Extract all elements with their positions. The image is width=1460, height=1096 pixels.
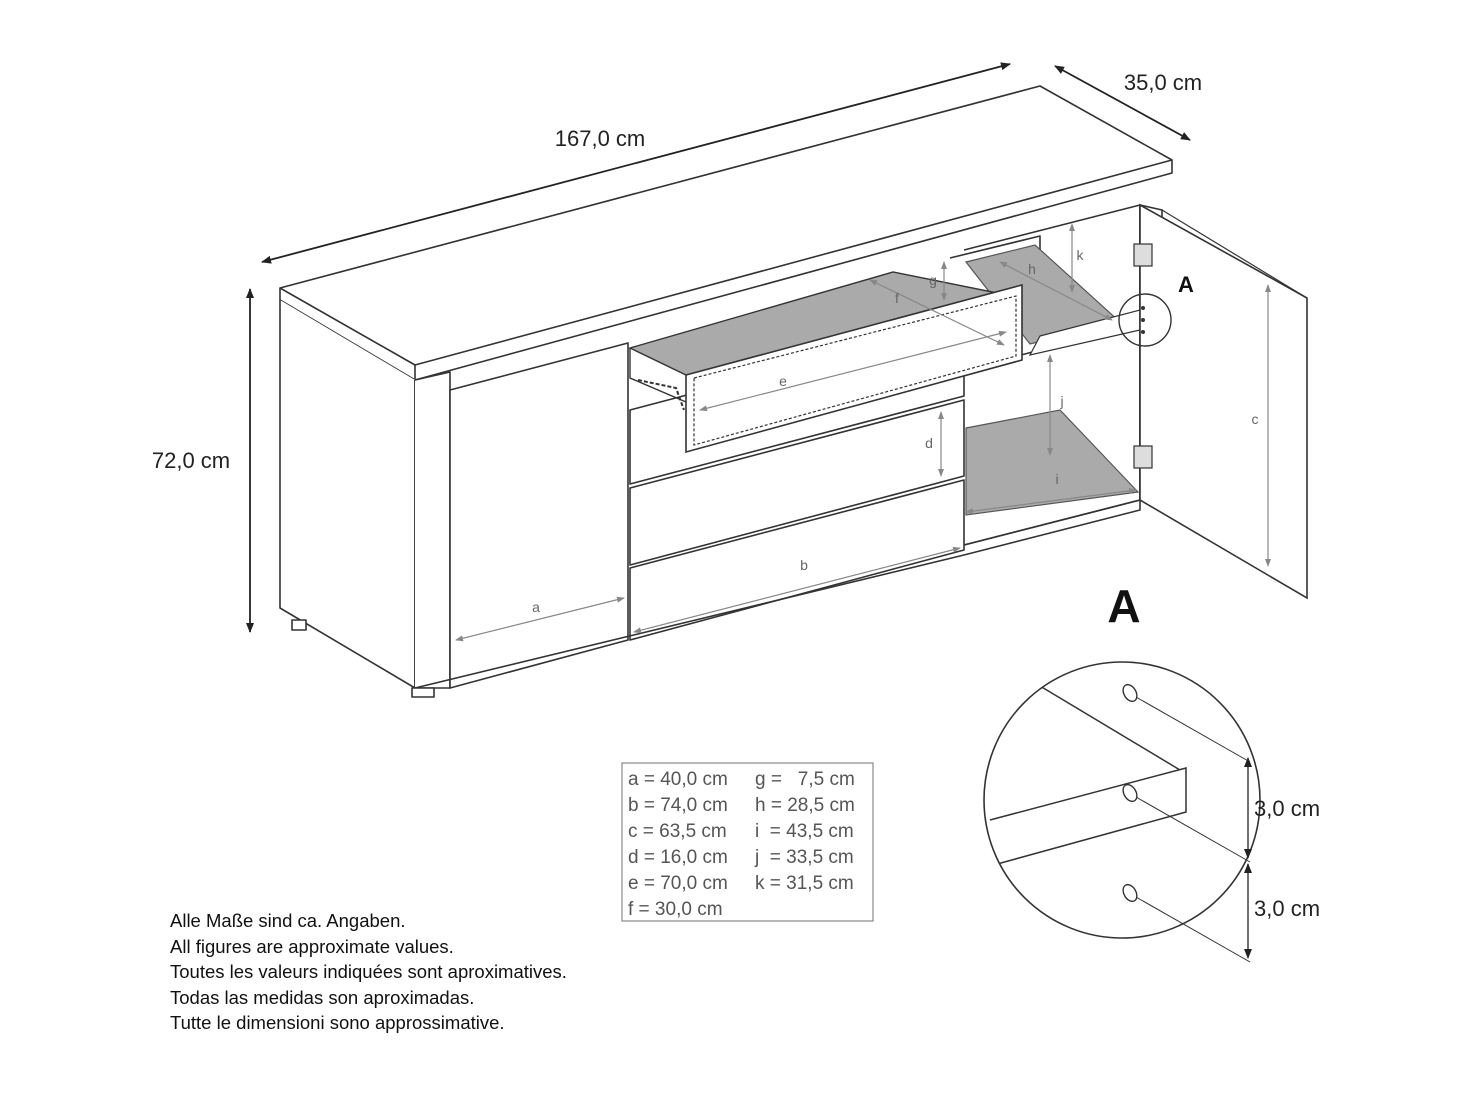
legend-right-column: g = 7,5 cm h = 28,5 cm i = 43,5 cm j = 3… <box>754 769 855 894</box>
detail-marker-circle <box>1118 293 1172 347</box>
legend-left-column: a = 40,0 cm b = 74,0 cm c = 63,5 cm d = … <box>628 769 728 920</box>
part-label-g: g <box>929 272 937 288</box>
note-line-de: Alle Maße sind ca. Angaben. <box>170 910 406 931</box>
legend-entry: h = 28,5 cm <box>755 795 855 816</box>
detail-marker-letter: A <box>1178 272 1194 297</box>
open-right-door <box>1133 203 1308 600</box>
part-label-k: k <box>1077 247 1085 263</box>
note-line-es: Todas las medidas son aproximadas. <box>170 986 475 1008</box>
note-line-it: Tutte le dimensioni sono approssimative. <box>170 1012 505 1034</box>
part-label-e: e <box>779 373 787 389</box>
legend-entry: k = 31,5 cm <box>755 873 854 894</box>
legend-entry: e = 70,0 cm <box>628 873 728 894</box>
legend-entry: c = 63,5 cm <box>628 821 727 842</box>
part-label-c: c <box>1252 411 1259 427</box>
detail-view <box>983 661 1261 963</box>
dim-line-i <box>965 487 1137 515</box>
overall-width-label: 167,0 cm <box>555 126 646 151</box>
note-line-fr: Toutes les valeurs indiquées sont aproxi… <box>170 961 567 983</box>
note-line-en: All figures are approximate values. <box>170 935 454 957</box>
overall-height-label: 72,0 cm <box>152 448 230 473</box>
approximate-values-note: Alle Maße sind ca. Angaben. All figures … <box>170 908 567 1036</box>
part-label-j: j <box>1059 393 1063 409</box>
legend-entry: j = 33,5 cm <box>754 847 854 868</box>
part-label-h: h <box>1028 261 1036 277</box>
overall-depth-label: 35,0 cm <box>1124 70 1202 95</box>
part-label-f: f <box>895 290 899 306</box>
dim-line-f <box>869 279 1005 346</box>
legend-box <box>621 762 874 922</box>
width-dimension-line <box>261 62 1011 264</box>
dim-line-h <box>999 261 1113 321</box>
legend-entry: d = 16,0 cm <box>628 847 728 868</box>
dim-line-a <box>455 596 625 642</box>
part-label-b: b <box>800 557 808 573</box>
detail-spacing-bottom: 3,0 cm <box>1254 896 1320 921</box>
legend-entry: i = 43,5 cm <box>755 821 854 842</box>
dim-line-b <box>633 546 961 634</box>
part-label-a: a <box>532 599 540 615</box>
legend-entry: b = 74,0 cm <box>628 795 728 816</box>
depth-dimension-line <box>1054 65 1191 141</box>
legend-entry: a = 40,0 cm <box>628 769 728 790</box>
detail-title: A <box>1107 580 1140 632</box>
part-label-i: i <box>1055 471 1058 487</box>
legend-entry: f = 30,0 cm <box>628 899 723 920</box>
lower-shelf <box>965 409 1140 516</box>
part-label-d: d <box>925 435 933 451</box>
detail-spacing-top: 3,0 cm <box>1254 796 1320 821</box>
legend-entry: g = 7,5 cm <box>755 769 855 790</box>
